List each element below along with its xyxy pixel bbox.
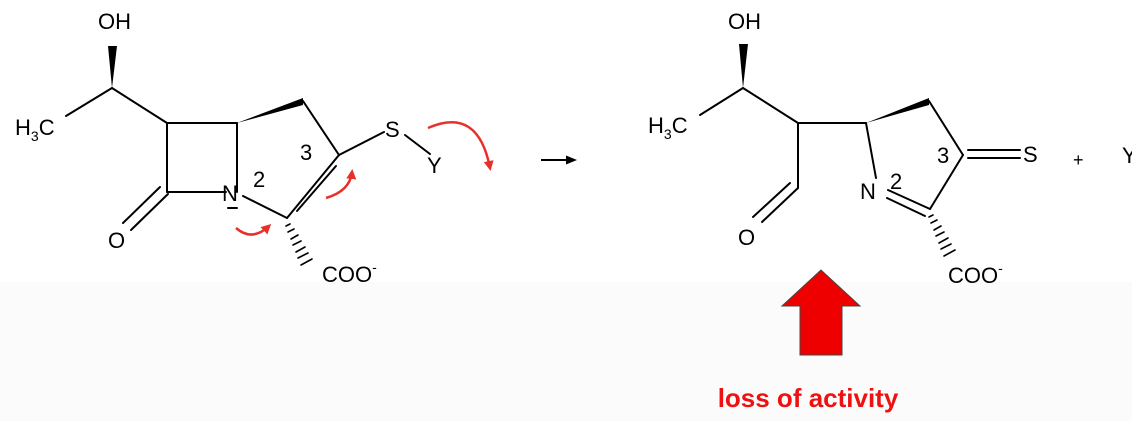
reactant-labels: OH H3C O N 2 3 S Y COO- xyxy=(15,9,442,287)
curved-arrow-c2c3-to-c3s-icon xyxy=(325,169,357,200)
reactant-bonds xyxy=(65,87,431,231)
product-position-2-label: 2 xyxy=(890,169,902,194)
product-hashed-bond xyxy=(928,214,956,257)
product-nitrogen-label: N xyxy=(860,179,876,204)
background-upper xyxy=(0,0,1132,282)
product-wedge-bond-oh xyxy=(739,44,748,88)
reactant-hashed-bond xyxy=(285,223,313,266)
product-molecule xyxy=(699,44,1021,257)
reactant-wedge-bond-ring xyxy=(237,98,303,123)
curved-arrow-n-to-c2-icon xyxy=(235,223,272,236)
big-up-arrow-icon xyxy=(780,269,862,356)
reactant-carboxylate-label: COO- xyxy=(322,259,377,287)
product-labels: OH H3C O N 2 3 S COO- xyxy=(648,9,1038,288)
reactant-molecule xyxy=(65,46,431,266)
reaction-arrow-icon xyxy=(541,155,577,165)
product-oh-label: OH xyxy=(728,9,761,34)
curved-arrow-sy-to-y-icon xyxy=(427,121,494,171)
reactant-oh-label: OH xyxy=(98,9,131,34)
reactant-position-2-label: 2 xyxy=(253,167,265,192)
product-sulfur-label: S xyxy=(1023,142,1038,167)
product-bonds xyxy=(699,87,1021,223)
reactant-oxygen-label: O xyxy=(108,228,125,253)
reactant-position-3-label: 3 xyxy=(300,140,312,165)
reactant-h3c-label: H3C xyxy=(15,115,55,144)
reactant-wedge-bond-oh xyxy=(108,46,117,88)
product-oxygen-label: O xyxy=(738,225,755,250)
product-position-3-label: 3 xyxy=(937,143,949,168)
reactant-sulfur-label: S xyxy=(385,117,400,142)
trailing-y-label: Y xyxy=(1122,143,1132,168)
background-lower xyxy=(0,282,1132,421)
loss-of-activity-caption: loss of activity xyxy=(717,383,899,413)
reactant-y-label: Y xyxy=(427,153,442,178)
plus-sign: + xyxy=(1073,150,1084,170)
product-carboxylate-label: COO- xyxy=(948,260,1003,288)
electron-push-arrows xyxy=(235,121,494,236)
reactant-nitrogen-label: N xyxy=(222,181,238,206)
product-wedge-bond-ring xyxy=(866,98,929,123)
product-h3c-label: H3C xyxy=(648,113,688,142)
